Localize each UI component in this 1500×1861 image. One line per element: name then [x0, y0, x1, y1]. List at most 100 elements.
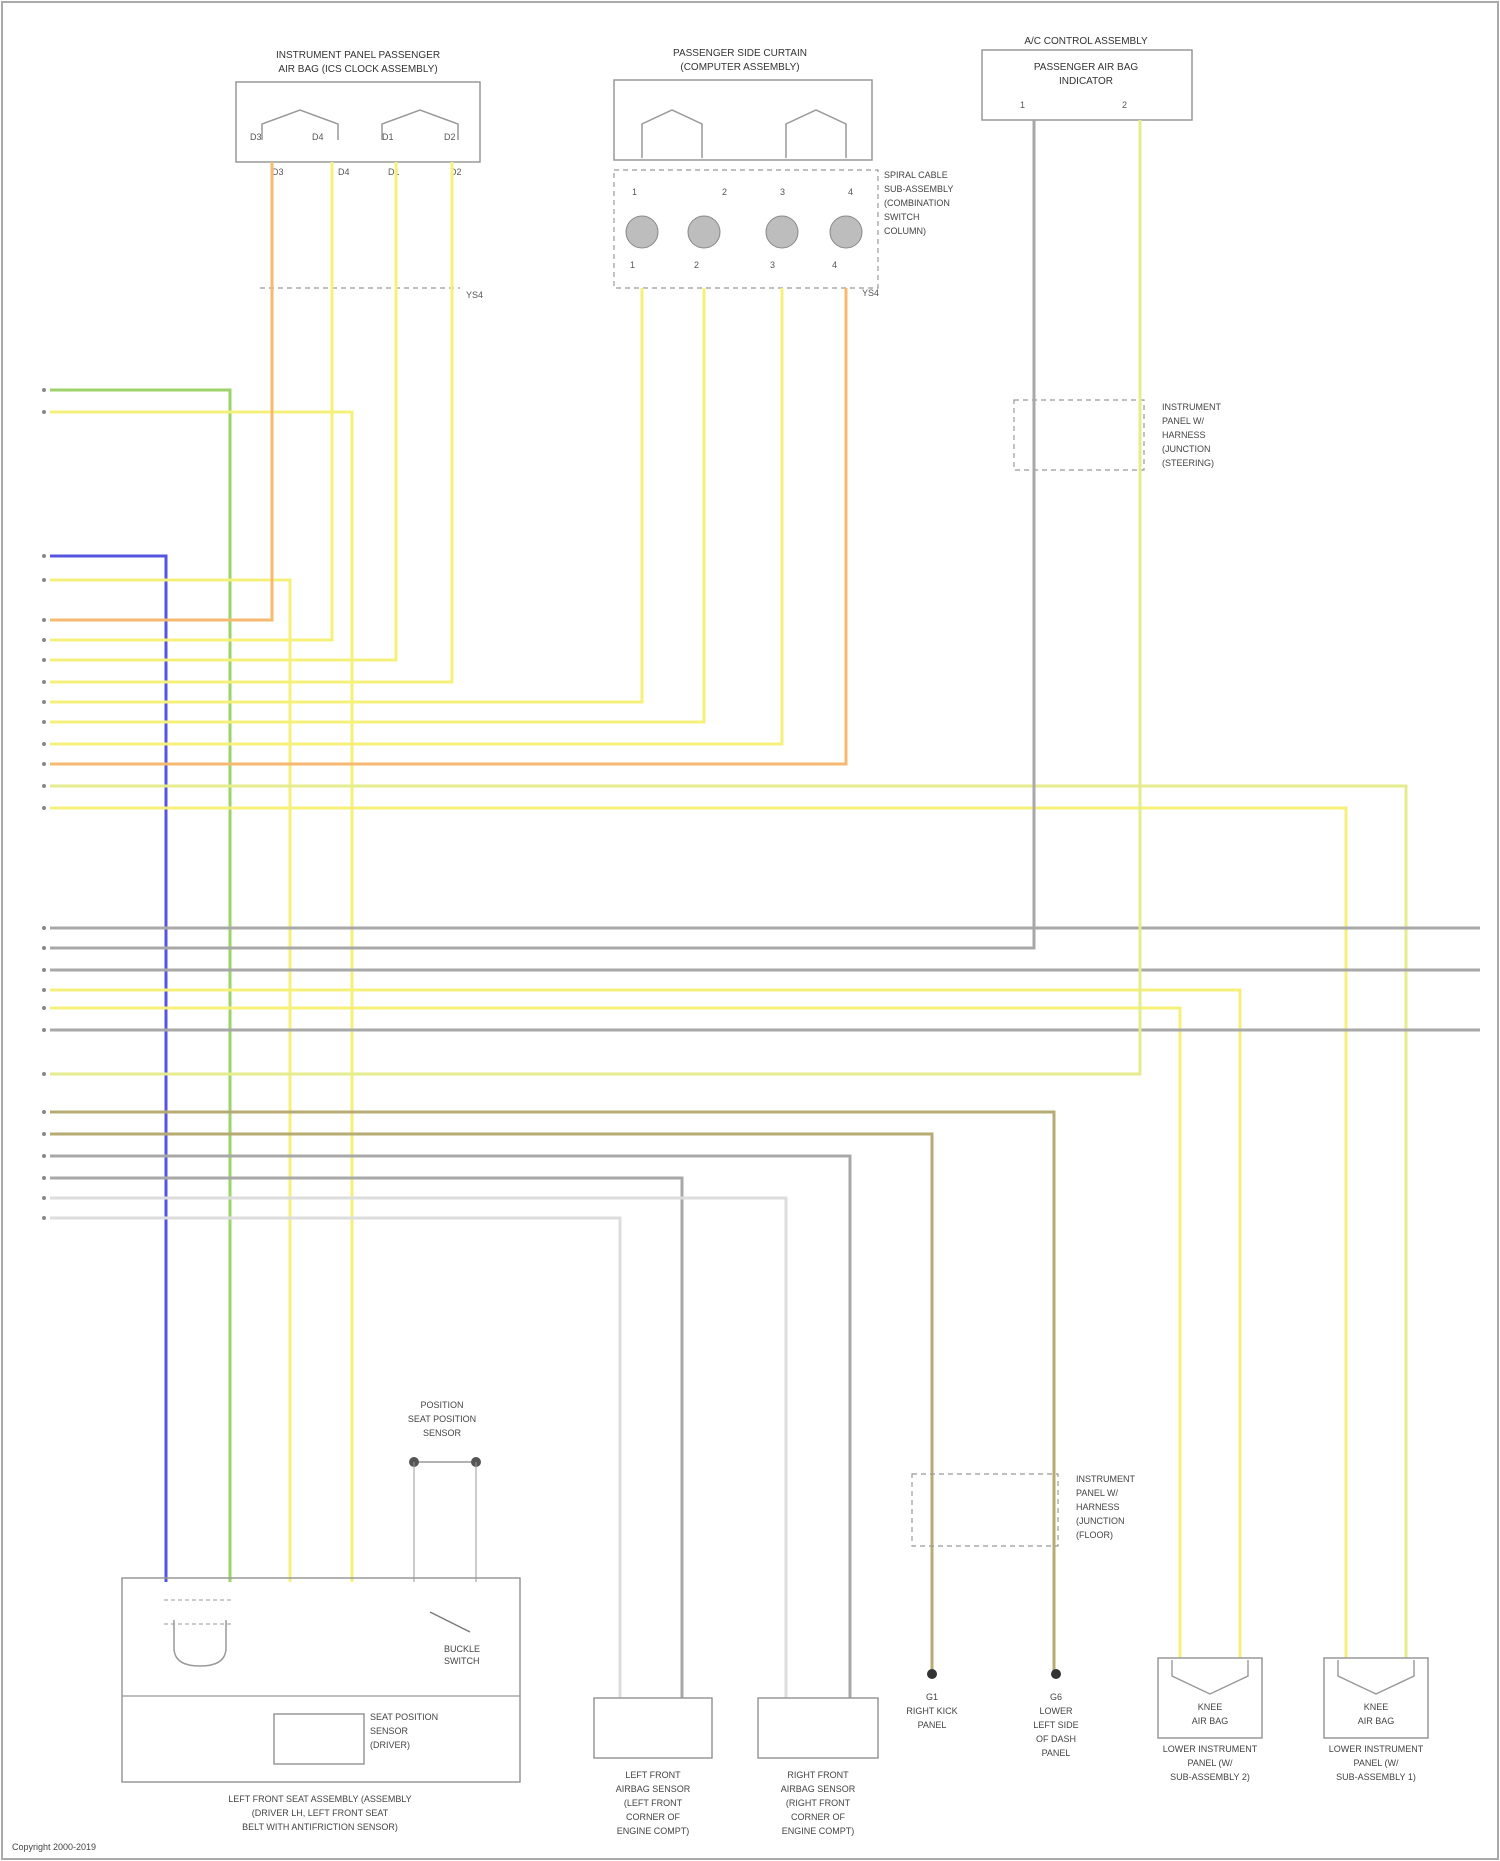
- svg-text:YS4: YS4: [466, 290, 483, 300]
- svg-text:D4: D4: [338, 167, 350, 177]
- connector-pin: [42, 1072, 46, 1076]
- spiral-label-1: SPIRAL CABLE: [884, 170, 948, 180]
- connector-pin: [42, 742, 46, 746]
- position-sensor: POSITION SEAT POSITION SENSOR BUCKLE SWI…: [408, 1400, 481, 1666]
- left-sensor-label-2: AIRBAG SENSOR: [616, 1784, 691, 1794]
- left-sensor-label-5: ENGINE COMPT): [617, 1826, 690, 1836]
- knee-airbag-2: KNEE AIR BAG LOWER INSTRUMENT PANEL (W/ …: [1158, 1658, 1262, 1782]
- knee-left-label-5: SUB-ASSEMBLY 2): [1170, 1772, 1250, 1782]
- curtain-title-1: PASSENGER SIDE CURTAIN: [673, 48, 807, 59]
- wire-gry-rsensor: [50, 1156, 850, 1698]
- connector-pin: [42, 806, 46, 810]
- wire-brn-g1: [50, 1134, 932, 1674]
- position-sensor-label-3: SENSOR: [423, 1428, 462, 1438]
- spiral-label-4: SWITCH: [884, 212, 920, 222]
- position-sensor-label-1: POSITION: [420, 1400, 463, 1410]
- front-seat-assembly: SEAT POSITION SENSOR (DRIVER) LEFT FRONT…: [122, 1578, 520, 1832]
- svg-text:4: 4: [848, 187, 853, 197]
- connector-pin: [42, 1196, 46, 1200]
- connector-pin: [42, 1132, 46, 1136]
- svg-text:1: 1: [632, 187, 637, 197]
- connector-pin: [42, 680, 46, 684]
- ground-g1-label-3: PANEL: [918, 1720, 947, 1730]
- ground-g6-label-4: OF DASH: [1036, 1734, 1076, 1744]
- connector-pin: [42, 784, 46, 788]
- right-sensor-label-2: AIRBAG SENSOR: [781, 1784, 856, 1794]
- ac-control-title-1: A/C CONTROL ASSEMBLY: [1024, 36, 1148, 47]
- wire-blu-seat: [50, 556, 166, 1582]
- inst-bottom-label-3: HARNESS: [1076, 1502, 1120, 1512]
- svg-text:D2: D2: [444, 132, 456, 142]
- connector-pin: [42, 720, 46, 724]
- ac-control-title-3: INDICATOR: [1059, 76, 1113, 87]
- front-seat-label-3: BELT WITH ANTIFRICTION SENSOR): [242, 1822, 398, 1832]
- knee-left-label-1: KNEE: [1198, 1702, 1223, 1712]
- connector-pin: [42, 968, 46, 972]
- inst-bottom-label-5: (FLOOR): [1076, 1530, 1113, 1540]
- ground-g1-label-2: RIGHT KICK: [906, 1706, 957, 1716]
- ac-control-title-2: PASSENGER AIR BAG: [1034, 62, 1139, 73]
- inst-bottom-label-2: PANEL W/: [1076, 1488, 1119, 1498]
- inst-top-label-3: HARNESS: [1162, 430, 1206, 440]
- connector-pin: [42, 1216, 46, 1220]
- instrument-junction-bottom: [912, 1474, 1058, 1546]
- knee-right-label-5: SUB-ASSEMBLY 1): [1336, 1772, 1416, 1782]
- knee-left-label-2: AIR BAG: [1192, 1716, 1229, 1726]
- inst-top-label-1: INSTRUMENT: [1162, 402, 1221, 412]
- left-sensor-label-1: LEFT FRONT: [625, 1770, 681, 1780]
- inst-top-label-2: PANEL W/: [1162, 416, 1205, 426]
- occupant-sensor-label-2: SENSOR: [370, 1726, 409, 1736]
- connector-pin: [42, 1176, 46, 1180]
- wire-yel-knee1b: [50, 808, 1346, 1658]
- right-sensor-label-4: CORNER OF: [791, 1812, 846, 1822]
- connector-pin: [42, 1006, 46, 1010]
- right-sensor-label-1: RIGHT FRONT: [787, 1770, 849, 1780]
- wire-yelblk-seat: [50, 580, 290, 1582]
- svg-text:D4: D4: [312, 132, 324, 142]
- connector-pin: [42, 1110, 46, 1114]
- knee-left-label-3: LOWER INSTRUMENT: [1163, 1744, 1258, 1754]
- wire-yel-spiral2: [50, 288, 704, 722]
- passenger-airbag-component: INSTRUMENT PANEL PASSENGER AIR BAG (ICS …: [236, 50, 480, 177]
- connector-pin: [42, 926, 46, 930]
- knee-right-label-3: LOWER INSTRUMENT: [1329, 1744, 1424, 1754]
- svg-text:4: 4: [832, 260, 837, 270]
- connector-pin: [42, 988, 46, 992]
- connector-pin: [42, 618, 46, 622]
- connector-pin: [42, 410, 46, 414]
- ground-g6: G6 LOWER LEFT SIDE OF DASH PANEL: [1033, 1669, 1078, 1758]
- occupant-sensor-label-3: (DRIVER): [370, 1740, 410, 1750]
- inst-bottom-label-1: INSTRUMENT: [1076, 1474, 1135, 1484]
- buckle-switch-label-1: BUCKLE: [444, 1644, 480, 1654]
- wire-yelgrn-knee1: [50, 786, 1406, 1658]
- inst-bottom-label-4: (JUNCTION: [1076, 1516, 1125, 1526]
- knee-airbag-1: KNEE AIR BAG LOWER INSTRUMENT PANEL (W/ …: [1324, 1658, 1428, 1782]
- connector-pin: [42, 700, 46, 704]
- left-sensor-label-4: CORNER OF: [626, 1812, 681, 1822]
- wire-yel-seat: [50, 412, 352, 1582]
- wire-yel-knee2b: [50, 1008, 1180, 1658]
- connector-pin: [42, 762, 46, 766]
- wire-yel-pab4: [50, 162, 452, 682]
- connector-pin: [42, 1154, 46, 1158]
- ground-g6-label-3: LEFT SIDE: [1033, 1720, 1078, 1730]
- buckle-switch-label-2: SWITCH: [444, 1656, 480, 1666]
- spiral-label-5: COLUMN): [884, 226, 926, 236]
- wire-brn-g6: [50, 1112, 1054, 1674]
- svg-text:1: 1: [630, 260, 635, 270]
- ground-g6-label-1: G6: [1050, 1692, 1062, 1702]
- copyright-footer: Copyright 2000-2019: [12, 1842, 96, 1852]
- connector-pin: [42, 658, 46, 662]
- occupant-sensor-label-1: SEAT POSITION: [370, 1712, 438, 1722]
- svg-text:D3: D3: [250, 132, 262, 142]
- wire-wht-rsensor: [50, 1198, 786, 1698]
- left-sensor-label-3: (LEFT FRONT: [624, 1798, 683, 1808]
- knee-right-label-4: PANEL (W/: [1353, 1758, 1399, 1768]
- left-front-airbag-sensor: LEFT FRONT AIRBAG SENSOR (LEFT FRONT COR…: [594, 1698, 712, 1836]
- position-sensor-label-2: SEAT POSITION: [408, 1414, 476, 1424]
- wire-gry-lsensor: [50, 1178, 682, 1698]
- connector-pin: [42, 638, 46, 642]
- front-seat-label-1: LEFT FRONT SEAT ASSEMBLY (ASSEMBLY: [228, 1794, 411, 1804]
- right-sensor-label-3: (RIGHT FRONT: [786, 1798, 851, 1808]
